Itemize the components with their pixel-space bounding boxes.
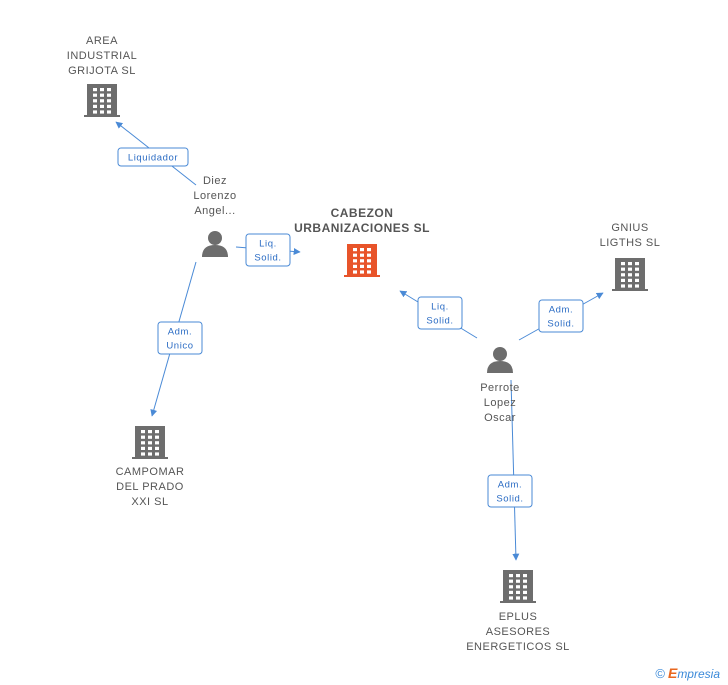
node-label: Diez (203, 175, 227, 187)
brand-initial: E (667, 665, 678, 681)
edge-label: Unico (166, 341, 193, 352)
node-label: EPLUS (499, 611, 538, 623)
building-icon (612, 258, 648, 291)
node-label: ENERGETICOS SL (466, 641, 570, 653)
edge-label: Solid. (496, 494, 523, 505)
building-icon (344, 244, 380, 277)
edge-diez-area: Liquidador (115, 121, 197, 186)
brand-name: mpresia (677, 667, 720, 681)
edge-label: Solid. (254, 253, 281, 264)
node-campomar[interactable]: CAMPOMAR DEL PRADO XXI SL (116, 426, 185, 508)
building-icon (500, 570, 536, 603)
node-label: Lopez (484, 397, 516, 409)
node-label: DEL PRADO (116, 481, 184, 493)
node-label: Oscar (484, 412, 516, 424)
edge-label-box (538, 299, 584, 333)
edge-label-box (487, 474, 533, 508)
footer-brand: ©Empresia (655, 665, 720, 681)
edge-label: Adm. (498, 480, 523, 491)
person-icon (487, 347, 513, 373)
node-label: GRIJOTA SL (68, 65, 136, 77)
edge-diez-main: Liq. Solid. (235, 233, 301, 267)
person-icon (202, 231, 228, 257)
node-label: XXI SL (131, 496, 168, 508)
edge-perrote-main: Liq. Solid. (399, 290, 478, 339)
node-label: GNIUS (611, 222, 648, 234)
node-label: URBANIZACIONES SL (294, 221, 430, 235)
edge-label: Adm. (168, 327, 193, 338)
node-label: Lorenzo (193, 190, 236, 202)
edge-label-box (417, 296, 463, 330)
node-label: AREA (86, 35, 118, 47)
edge-label-box (245, 233, 291, 267)
node-label: CAMPOMAR (116, 466, 185, 478)
node-label: ASESORES (486, 626, 551, 638)
edge-diez-campomar: Adm. Unico (150, 261, 203, 417)
node-label: LIGTHS SL (600, 237, 661, 249)
edge-label-box (157, 321, 203, 355)
node-label: INDUSTRIAL (67, 50, 137, 62)
node-eplus[interactable]: EPLUS ASESORES ENERGETICOS SL (466, 570, 570, 653)
edges-layer: LiquidadorLiq.Solid.Adm.UnicoLiq.Solid.A… (115, 121, 604, 561)
node-label: Angel... (194, 205, 235, 217)
edge-perrote-gnius: Adm. Solid. (518, 292, 604, 341)
edge-label: Liq. (259, 239, 277, 250)
edge-label: Solid. (426, 316, 453, 327)
building-icon (132, 426, 168, 459)
edge-line (510, 379, 520, 561)
copyright-icon: © (655, 666, 665, 681)
edge-label-box (117, 147, 189, 167)
edge-label: Liquidador (128, 153, 178, 164)
edge-label: Adm. (549, 305, 574, 316)
node-diez[interactable]: DiezLorenzoAngel... (193, 175, 236, 257)
edge-label: Solid. (547, 319, 574, 330)
edge-perrote-eplus: Adm. Solid. (487, 379, 533, 561)
node-area[interactable]: AREA INDUSTRIAL GRIJOTA SL (67, 35, 137, 117)
edge-label: Liq. (431, 302, 449, 313)
node-gnius[interactable]: GNIUS LIGTHS SL (600, 222, 661, 291)
node-label: Perrote (480, 382, 520, 394)
node-label: CABEZON (331, 206, 394, 220)
building-icon (84, 84, 120, 117)
